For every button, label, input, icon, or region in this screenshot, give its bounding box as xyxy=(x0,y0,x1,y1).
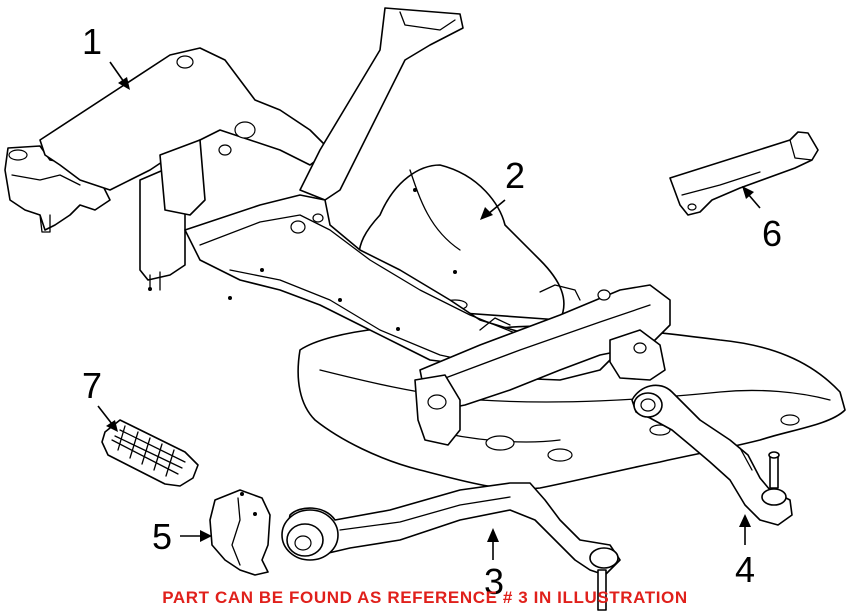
callout-3: 3 xyxy=(484,561,504,602)
reference-caption: PART CAN BE FOUND AS REFERENCE # 3 IN IL… xyxy=(162,588,688,607)
callout-2: 2 xyxy=(505,155,525,196)
callout-5: 5 xyxy=(152,516,172,557)
leader-1 xyxy=(109,61,125,83)
part-5-bushing-bracket xyxy=(209,489,271,576)
callout-7: 7 xyxy=(82,365,102,406)
part-6-bracket xyxy=(669,131,819,216)
leader-7 xyxy=(97,405,113,425)
part-7-grille xyxy=(101,419,199,487)
leader-2 xyxy=(487,199,506,215)
part-4-control-arm xyxy=(631,384,793,526)
callout-4: 4 xyxy=(735,549,755,590)
callout-6: 6 xyxy=(762,213,782,254)
callout-1: 1 xyxy=(82,21,102,62)
part-3-lower-arm xyxy=(281,482,621,611)
part-1-subframe xyxy=(4,7,671,446)
leader-6 xyxy=(747,193,761,209)
callout-numbers: 1 2 3 4 5 6 7 xyxy=(82,21,782,602)
leader-arrows xyxy=(97,61,761,560)
